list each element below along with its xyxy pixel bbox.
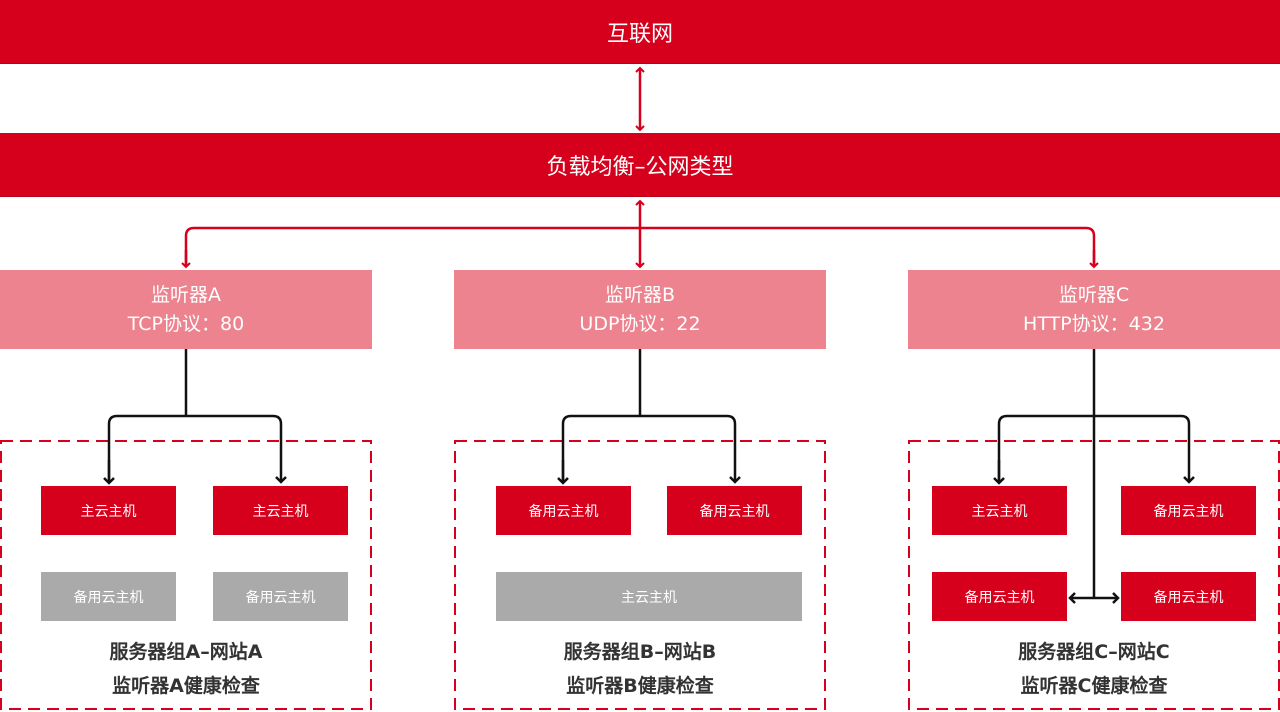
listener-b: 监听器B UDP协议：22 (454, 270, 826, 349)
group-b-health: 监听器B健康检查 (566, 675, 714, 697)
load-balancer-bar: 负载均衡–公网类型 (0, 133, 1280, 197)
listener-c-protocol: HTTP协议：432 (1023, 312, 1165, 335)
listener-b-connector (561, 349, 735, 482)
group-b-host-2: 备用云主机 (667, 486, 802, 535)
load-balancer-label: 负载均衡–公网类型 (546, 154, 734, 180)
group-c-health: 监听器C健康检查 (1020, 675, 1168, 697)
listener-c: 监听器C HTTP协议：432 (908, 270, 1280, 349)
group-b-title: 服务器组B–网站B (563, 641, 717, 663)
group-a-host-3: 备用云主机 (41, 572, 176, 621)
listener-a: 监听器A TCP协议：80 (0, 270, 372, 349)
group-c-border (908, 440, 1280, 710)
group-c-host-4: 备用云主机 (1121, 572, 1256, 621)
listener-a-protocol: TCP协议：80 (127, 312, 245, 335)
group-a-host-4: 备用云主机 (213, 572, 348, 621)
group-b-host-1: 备用云主机 (496, 486, 631, 535)
internet-bar: 互联网 (0, 0, 1280, 64)
listener-c-name: 监听器C (1058, 283, 1130, 306)
listener-b-protocol: UDP协议：22 (579, 312, 701, 335)
listener-b-name: 监听器B (604, 283, 676, 306)
group-a-host-2: 主云主机 (213, 486, 348, 535)
group-c-host-3: 备用云主机 (932, 572, 1067, 621)
group-b-host-3: 主云主机 (496, 572, 802, 621)
internet-label: 互联网 (606, 21, 673, 47)
listener-c-connector (997, 349, 1189, 597)
listener-a-connector (107, 349, 281, 482)
group-b-border (454, 440, 826, 710)
group-a-border (0, 440, 372, 710)
group-c-host-2: 备用云主机 (1121, 486, 1256, 535)
group-c-title: 服务器组C–网站C (1018, 641, 1170, 663)
group-c-host-1: 主云主机 (932, 486, 1067, 535)
group-a-health: 监听器A健康检查 (112, 675, 260, 697)
listener-a-name: 监听器A (151, 283, 221, 306)
group-a-title: 服务器组A–网站A (109, 641, 263, 663)
group-a-host-1: 主云主机 (41, 486, 176, 535)
